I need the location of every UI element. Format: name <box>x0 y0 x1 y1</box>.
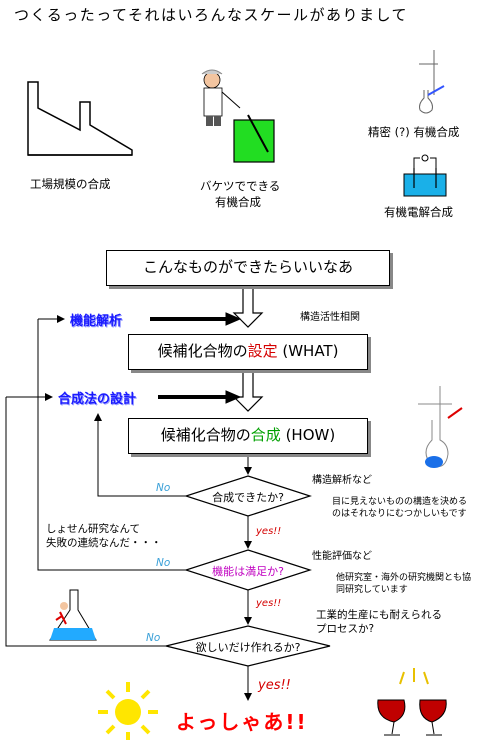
synth-suffix: (HOW) <box>280 426 336 444</box>
input-arrows <box>150 312 242 404</box>
performance-eval-label: 性能評価など <box>312 551 372 562</box>
structure-analysis-label: 構造解析など <box>312 475 372 486</box>
failure-aside-line2: 失敗の連続なんだ・・・ <box>46 537 162 549</box>
feedback-heads <box>6 315 65 401</box>
main-flow-arrows <box>232 286 264 412</box>
structure-note-line2: のはそれなりにむつかしいもです <box>332 509 467 519</box>
electro-scale-label: 有機電解合成 <box>384 205 453 219</box>
decision-synthesized-text: 合成できたか? <box>212 491 284 504</box>
performance-note-line2: 同研究しています <box>336 585 408 595</box>
factory-scale-label: 工場規模の合成 <box>30 177 111 191</box>
decision-scale-text: 欲しいだけ作れるか? <box>195 641 301 654</box>
industrial-question-line2: プロセスか? <box>316 623 375 635</box>
wish-box: こんなものができたらいいなあ <box>106 250 390 286</box>
no-label-2: No <box>156 557 171 569</box>
design-box: 候補化合物の設定 (WHAT) <box>128 334 368 370</box>
sun-icon <box>98 682 158 740</box>
no-label-1: No <box>156 482 171 494</box>
page-heading: つくるったってそれはいろんなスケールがありまして <box>14 6 409 24</box>
scientist-bucket-illustration <box>201 69 275 163</box>
no-label-3: No <box>146 632 161 644</box>
performance-note-line1: 他研究室・海外の研究機関とも協 <box>336 573 472 583</box>
sar-label: 構造活性相関 <box>300 312 360 323</box>
synthesis-box: 候補化合物の合成 (HOW) <box>128 418 368 454</box>
bucket-scale-line2: 有機合成 <box>215 195 261 209</box>
function-analysis-label: 機能解析 <box>70 314 123 329</box>
failure-aside-line1: しょせん研究なんて <box>46 523 140 535</box>
wish-text: こんなものができたらいいなあ <box>142 258 353 276</box>
synthesis-design-label: 合成法の設計 <box>58 392 137 407</box>
precision-flask-illustration <box>419 50 445 114</box>
yes-label-3: yes!! <box>258 678 291 693</box>
glassware-illustration <box>418 386 463 468</box>
success-exclamation: よっしゃあ!! <box>176 710 308 734</box>
structure-note-line1: 目に見えないものの構造を決める <box>332 497 468 507</box>
wine-glasses-icon <box>377 668 447 736</box>
design-keyword: 設定 <box>247 342 278 360</box>
failure-aside: しょせん研究なんて 失敗の連続なんだ・・・ <box>46 522 162 550</box>
structure-note: 目に見えないものの構造を決める のはそれなりにむつかしいもです <box>332 496 467 520</box>
bucket-scale-line1: バケツでできる <box>200 179 281 193</box>
design-prefix: 候補化合物の <box>157 342 248 360</box>
synth-prefix: 候補化合物の <box>160 426 251 444</box>
synth-keyword: 合成 <box>250 426 281 444</box>
yes-label-1: yes!! <box>256 526 282 537</box>
industrial-question-line1: 工業的生産にも耐えられる <box>316 609 442 621</box>
decision-function-text: 機能は満足か? <box>212 565 284 578</box>
performance-note: 他研究室・海外の研究機関とも協 同研究しています <box>336 572 471 596</box>
flow-connectors <box>5 319 252 701</box>
industrial-question: 工業的生産にも耐えられる プロセスか? <box>316 608 442 636</box>
design-suffix: (WHAT) <box>277 342 339 360</box>
bucket-scale-label: バケツでできる 有機合成 <box>200 178 281 210</box>
factory-illustration <box>27 81 133 156</box>
yes-label-2: yes!! <box>256 598 282 609</box>
erlenmeyer-flask-illustration <box>49 589 97 641</box>
electrolysis-cell-illustration <box>403 154 447 197</box>
precision-scale-label: 精密 (?) 有機合成 <box>368 125 460 139</box>
